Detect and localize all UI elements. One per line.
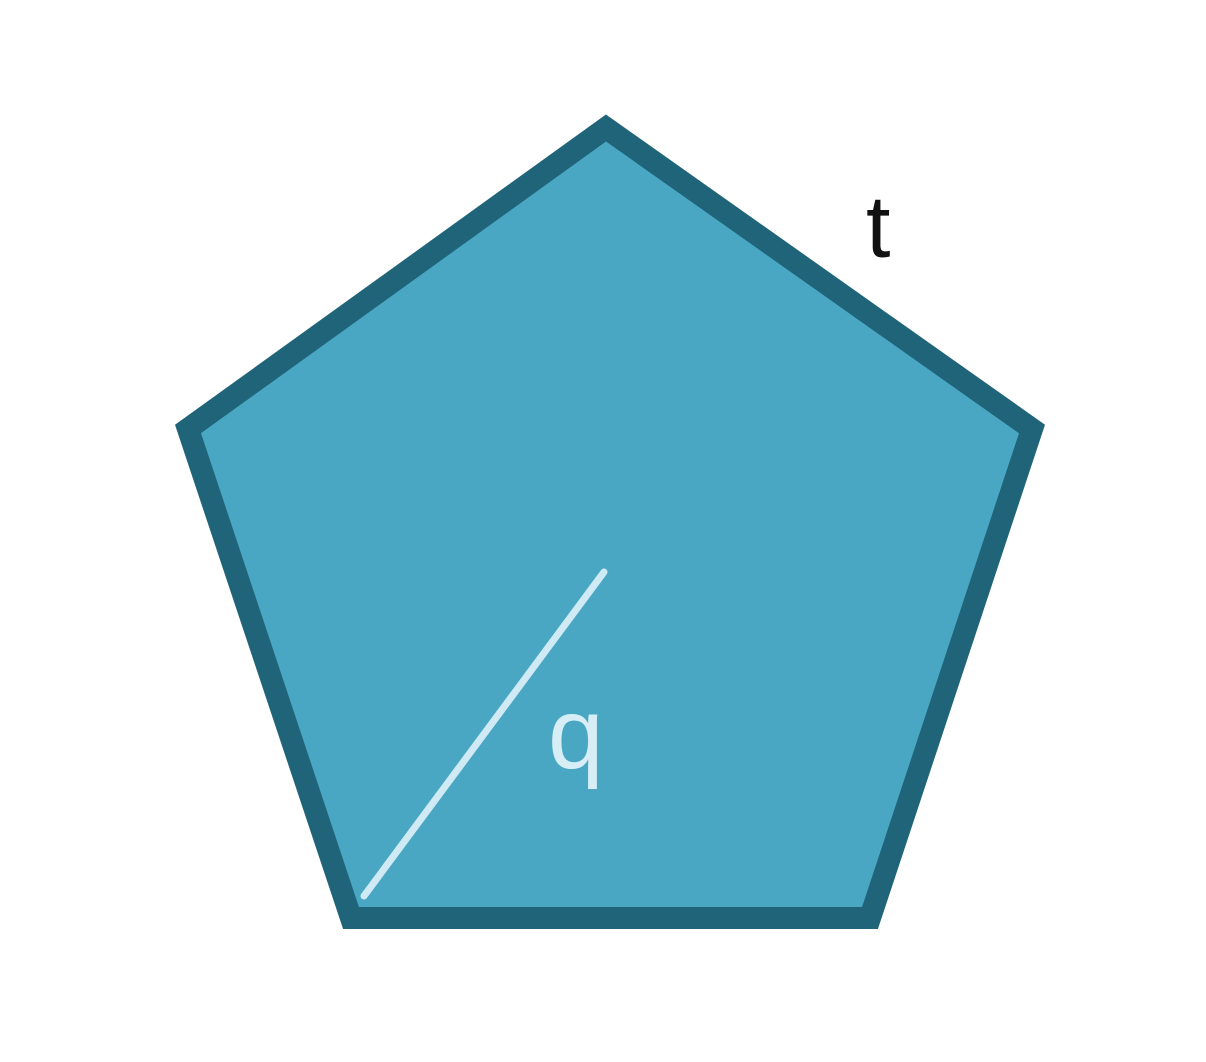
side-label: t <box>866 177 890 276</box>
radius-label: q <box>548 678 604 790</box>
radius-line <box>360 568 608 900</box>
pentagon-shape <box>175 114 1046 929</box>
